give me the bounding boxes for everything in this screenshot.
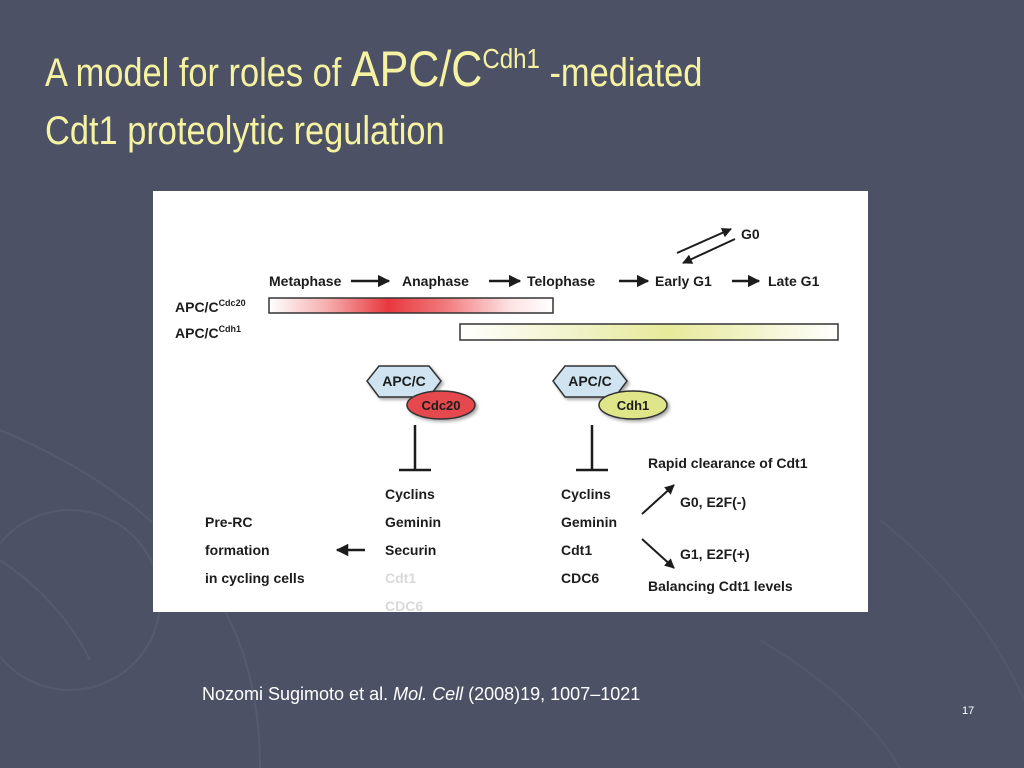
right-target-geminin: Geminin bbox=[561, 514, 617, 530]
phase-metaphase: Metaphase bbox=[269, 273, 342, 289]
model-diagram: G0 Metaphase Anaphase Telophase Early G1… bbox=[175, 226, 839, 612]
cdh1-ellipse bbox=[598, 390, 668, 420]
page-number: 17 bbox=[962, 705, 975, 717]
right-target-cyclins: Cyclins bbox=[561, 486, 611, 502]
prerc-line3: in cycling cells bbox=[205, 570, 305, 586]
arrow-to-g0 bbox=[676, 228, 732, 254]
rapid-clearance-label: Rapid clearance of Cdt1 bbox=[648, 455, 808, 471]
title-part2: -mediated bbox=[539, 51, 703, 95]
left-target-securin: Securin bbox=[385, 542, 436, 558]
left-target-cdc6: CDC6 bbox=[385, 598, 423, 612]
complex-left-activator: Cdc20 bbox=[421, 398, 460, 413]
left-target-cdt1: Cdt1 bbox=[385, 570, 416, 586]
citation-ref: (2008)19, 1007–1021 bbox=[463, 684, 641, 704]
arrow-from-g0 bbox=[682, 238, 736, 264]
row-label-cdc20: APC/CCdc20 bbox=[175, 298, 246, 315]
g1-e2f-label: G1, E2F(+) bbox=[680, 546, 750, 562]
citation-authors: Nozomi Sugimoto et al. bbox=[202, 684, 394, 704]
cdh1-activity-bar bbox=[459, 323, 839, 341]
right-target-cdt1: Cdt1 bbox=[561, 542, 592, 558]
g0-e2f-label: G0, E2F(-) bbox=[680, 494, 746, 510]
complex-apc-cdc20 bbox=[366, 365, 476, 420]
citation: Nozomi Sugimoto et al. Mol. Cell (2008)1… bbox=[202, 684, 640, 705]
phase-late-g1: Late G1 bbox=[768, 273, 820, 289]
phase-telophase: Telophase bbox=[527, 273, 595, 289]
complex-apc-cdh1 bbox=[552, 365, 668, 420]
complex-right-activator: Cdh1 bbox=[617, 398, 650, 413]
citation-journal: Mol. Cell bbox=[393, 684, 464, 704]
prerc-line2: formation bbox=[205, 542, 270, 558]
title-line2: Cdt1 proteolytic regulation bbox=[45, 109, 445, 153]
slide-title: A model for roles of APC/CCdh1 -mediated… bbox=[45, 40, 871, 160]
left-target-geminin: Geminin bbox=[385, 514, 441, 530]
left-target-cyclins: Cyclins bbox=[385, 486, 435, 502]
title-part1: A model for roles of bbox=[45, 51, 351, 95]
complex-right-core: APC/C bbox=[568, 373, 612, 389]
prerc-line1: Pre-RC bbox=[205, 514, 252, 530]
phase-early-g1: Early G1 bbox=[655, 273, 712, 289]
cdc20-ellipse bbox=[406, 390, 476, 420]
row-label-cdh1: APC/CCdh1 bbox=[175, 324, 241, 341]
title-superscript: Cdh1 bbox=[482, 43, 540, 74]
arrow-to-balancing bbox=[641, 538, 675, 569]
cdc20-activity-bar bbox=[268, 297, 554, 314]
g0-label: G0 bbox=[741, 226, 760, 242]
title-apc: APC/C bbox=[350, 41, 483, 97]
balancing-label: Balancing Cdt1 levels bbox=[648, 578, 793, 594]
right-target-cdc6: CDC6 bbox=[561, 570, 599, 586]
arrow-to-rapid-clearance bbox=[641, 484, 675, 515]
complex-left-core: APC/C bbox=[382, 373, 426, 389]
model-figure: G0 Metaphase Anaphase Telophase Early G1… bbox=[153, 191, 868, 612]
phase-anaphase: Anaphase bbox=[402, 273, 469, 289]
